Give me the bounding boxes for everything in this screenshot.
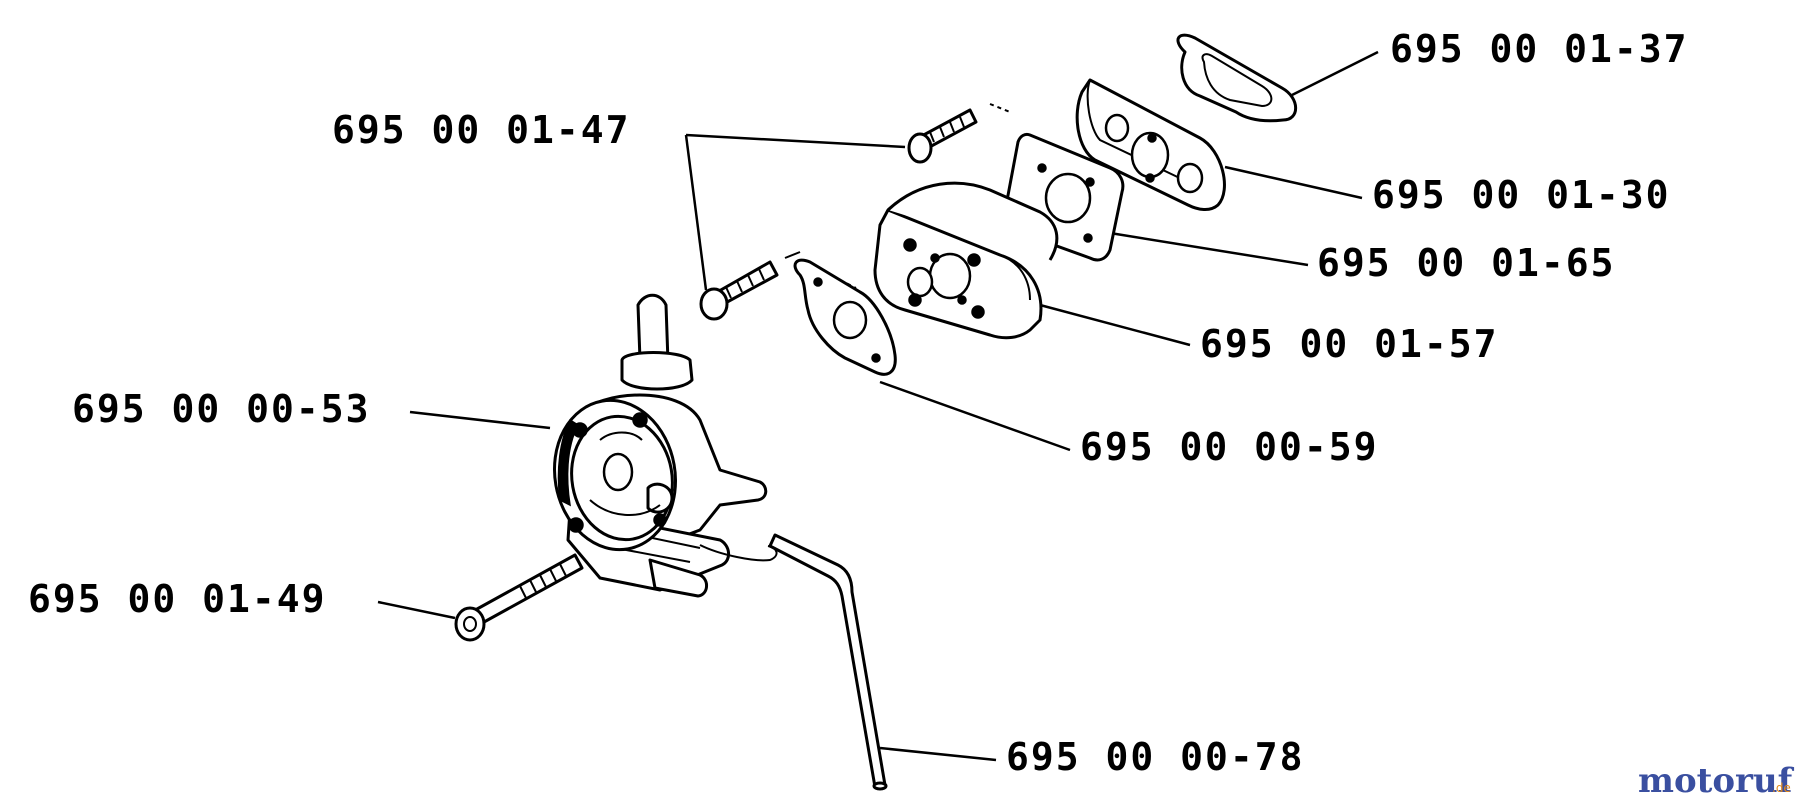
motoruf-logo: motoruf .de: [1638, 761, 1795, 801]
screw-01-49: [454, 553, 584, 642]
label-695-00-00-78: 695 00 00-78: [1006, 735, 1305, 779]
watermark-brand: motoruf: [1638, 761, 1795, 801]
label-695-00-01-37: 695 00 01-37: [1390, 27, 1689, 71]
block-01-30: [1075, 78, 1226, 211]
label-695-00-00-53: 695 00 00-53: [72, 387, 371, 431]
gasket-01-37: [1176, 33, 1298, 123]
carburetor-body-00-53: [552, 293, 778, 598]
label-695-00-01-65: 695 00 01-65: [1317, 241, 1616, 285]
label-695-00-01-47: 695 00 01-47: [332, 108, 631, 152]
screw-01-47-upper: [907, 103, 1011, 164]
leader-lines: [377, 50, 1379, 762]
screw-01-47-lower: [699, 251, 857, 321]
label-695-00-01-57: 695 00 01-57: [1200, 322, 1499, 366]
watermark-tld: .de: [1772, 781, 1791, 795]
label-695-00-01-49: 695 00 01-49: [28, 577, 327, 621]
rod-00-78: [768, 533, 888, 791]
spacer-01-57: [873, 181, 1059, 340]
label-695-00-00-59: 695 00 00-59: [1080, 425, 1379, 469]
svg-text:motoruf: motoruf: [1638, 761, 1795, 801]
gasket-00-59: [793, 258, 897, 376]
label-695-00-01-30: 695 00 01-30: [1372, 173, 1671, 217]
